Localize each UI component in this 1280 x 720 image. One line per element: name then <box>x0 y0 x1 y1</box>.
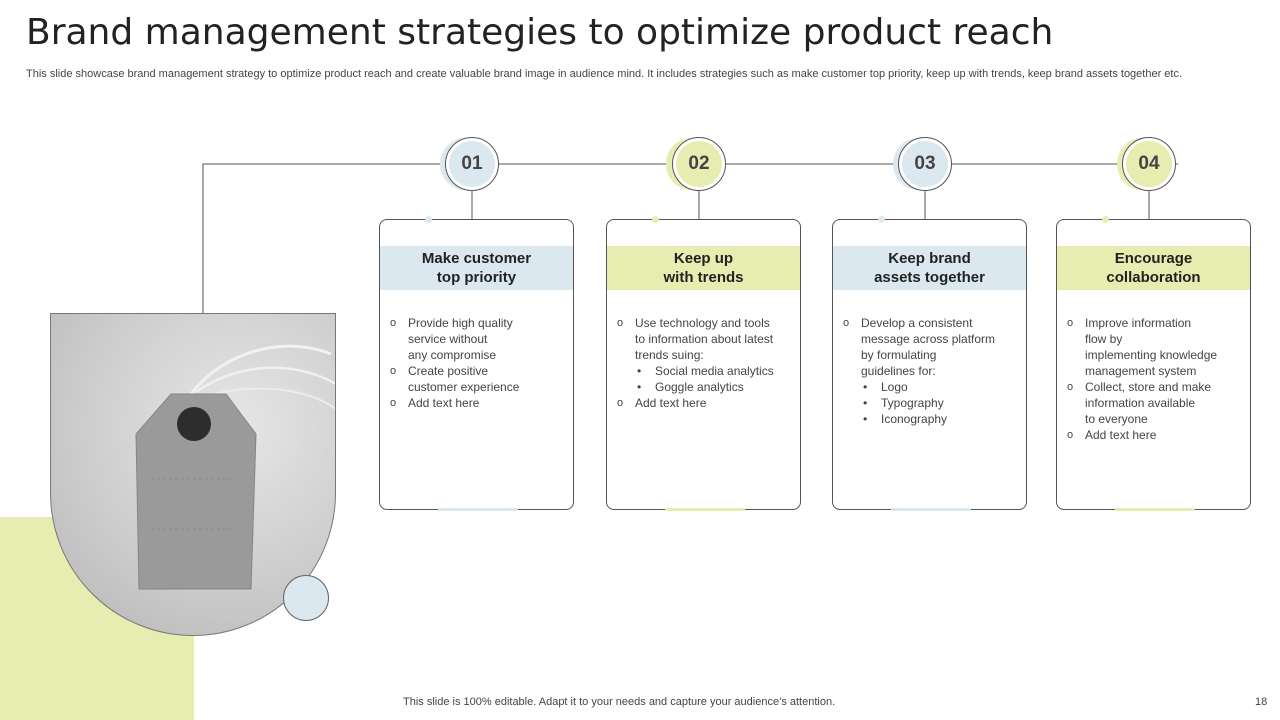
step-number-circle: 04 <box>1122 137 1176 191</box>
heading-line: Keep up <box>673 250 734 267</box>
card-accent <box>438 508 518 511</box>
step-number-circle: 02 <box>672 137 726 191</box>
heading-line: with trends <box>663 269 744 286</box>
bullet-item: Collect, store and make <box>1067 379 1247 395</box>
bullet-item: to everyone <box>1085 412 1148 426</box>
heading-line: assets together <box>874 269 985 286</box>
bullet-item: Create positive <box>390 363 570 379</box>
step-number: 02 <box>676 141 722 187</box>
bullet-item: to information about latest <box>635 332 774 346</box>
bullet-item: Develop a consistent <box>843 315 1023 331</box>
card-dot <box>1102 216 1109 223</box>
slide-subtitle: This slide showcase brand management str… <box>26 68 1183 80</box>
card-dot <box>878 216 885 223</box>
bullet-item: information available <box>1085 396 1196 410</box>
heading-line: Encourage <box>1114 250 1193 267</box>
heading-line: collaboration <box>1106 269 1201 286</box>
bullet-item: management system <box>1085 364 1197 378</box>
sub-bullet-item: Typography <box>843 395 1023 411</box>
footer-note: This slide is 100% editable. Adapt it to… <box>403 696 836 708</box>
strategy-card: Keep up with trends Use technology and to… <box>606 216 801 511</box>
card-heading: Keep up with trends <box>607 246 800 290</box>
bullet-item: Improve information <box>1067 315 1247 331</box>
bullet-item: by formulating <box>861 348 937 362</box>
bullet-item: Add text here <box>617 395 797 411</box>
bullet-item: customer experience <box>408 380 520 394</box>
card-dot <box>652 216 659 223</box>
bullet-item: flow by <box>1085 332 1123 346</box>
bullet-item: guidelines for: <box>861 364 936 378</box>
card-heading: Encourage collaboration <box>1057 246 1250 290</box>
slide-title: Brand management strategies to optimize … <box>26 12 1054 53</box>
bullet-item: Use technology and tools <box>617 315 797 331</box>
heading-line: top priority <box>436 269 517 286</box>
bullet-item: message across platform <box>861 332 996 346</box>
heading-line: Make customer <box>421 250 532 267</box>
bullet-item: implementing knowledge <box>1085 348 1218 362</box>
card-accent <box>891 508 971 511</box>
step-number-circle: 03 <box>898 137 952 191</box>
sub-bullet-item: Social media analytics <box>617 363 797 379</box>
bullet-item: Add text here <box>1067 427 1247 443</box>
strategy-card: Keep brand assets together Develop a cons… <box>832 216 1027 511</box>
sub-bullet-item: Logo <box>843 379 1023 395</box>
strategy-card: Encourage collaboration Improve informati… <box>1056 216 1251 511</box>
step-number: 03 <box>902 141 948 187</box>
decorative-blue-circle <box>283 575 329 621</box>
bullet-item: trends suing: <box>635 348 704 362</box>
step-number: 01 <box>449 141 495 187</box>
sub-bullet-item: Iconography <box>843 411 1023 427</box>
bullet-item: Provide high quality <box>390 315 570 331</box>
card-heading: Make customer top priority <box>380 246 573 290</box>
bullet-item: service without <box>408 332 488 346</box>
page-number: 18 <box>1255 696 1268 708</box>
card-heading: Keep brand assets together <box>833 246 1026 290</box>
card-dot <box>425 216 432 223</box>
card-accent <box>665 508 745 511</box>
strategy-card: Make customer top priority Provide high q… <box>379 216 574 511</box>
step-number: 04 <box>1126 141 1172 187</box>
step-number-circle: 01 <box>445 137 499 191</box>
heading-line: Keep brand <box>888 250 971 267</box>
bullet-item: any compromise <box>408 348 497 362</box>
sub-bullet-item: Goggle analytics <box>617 379 797 395</box>
bullet-item: Add text here <box>390 395 570 411</box>
card-accent <box>1115 508 1195 511</box>
